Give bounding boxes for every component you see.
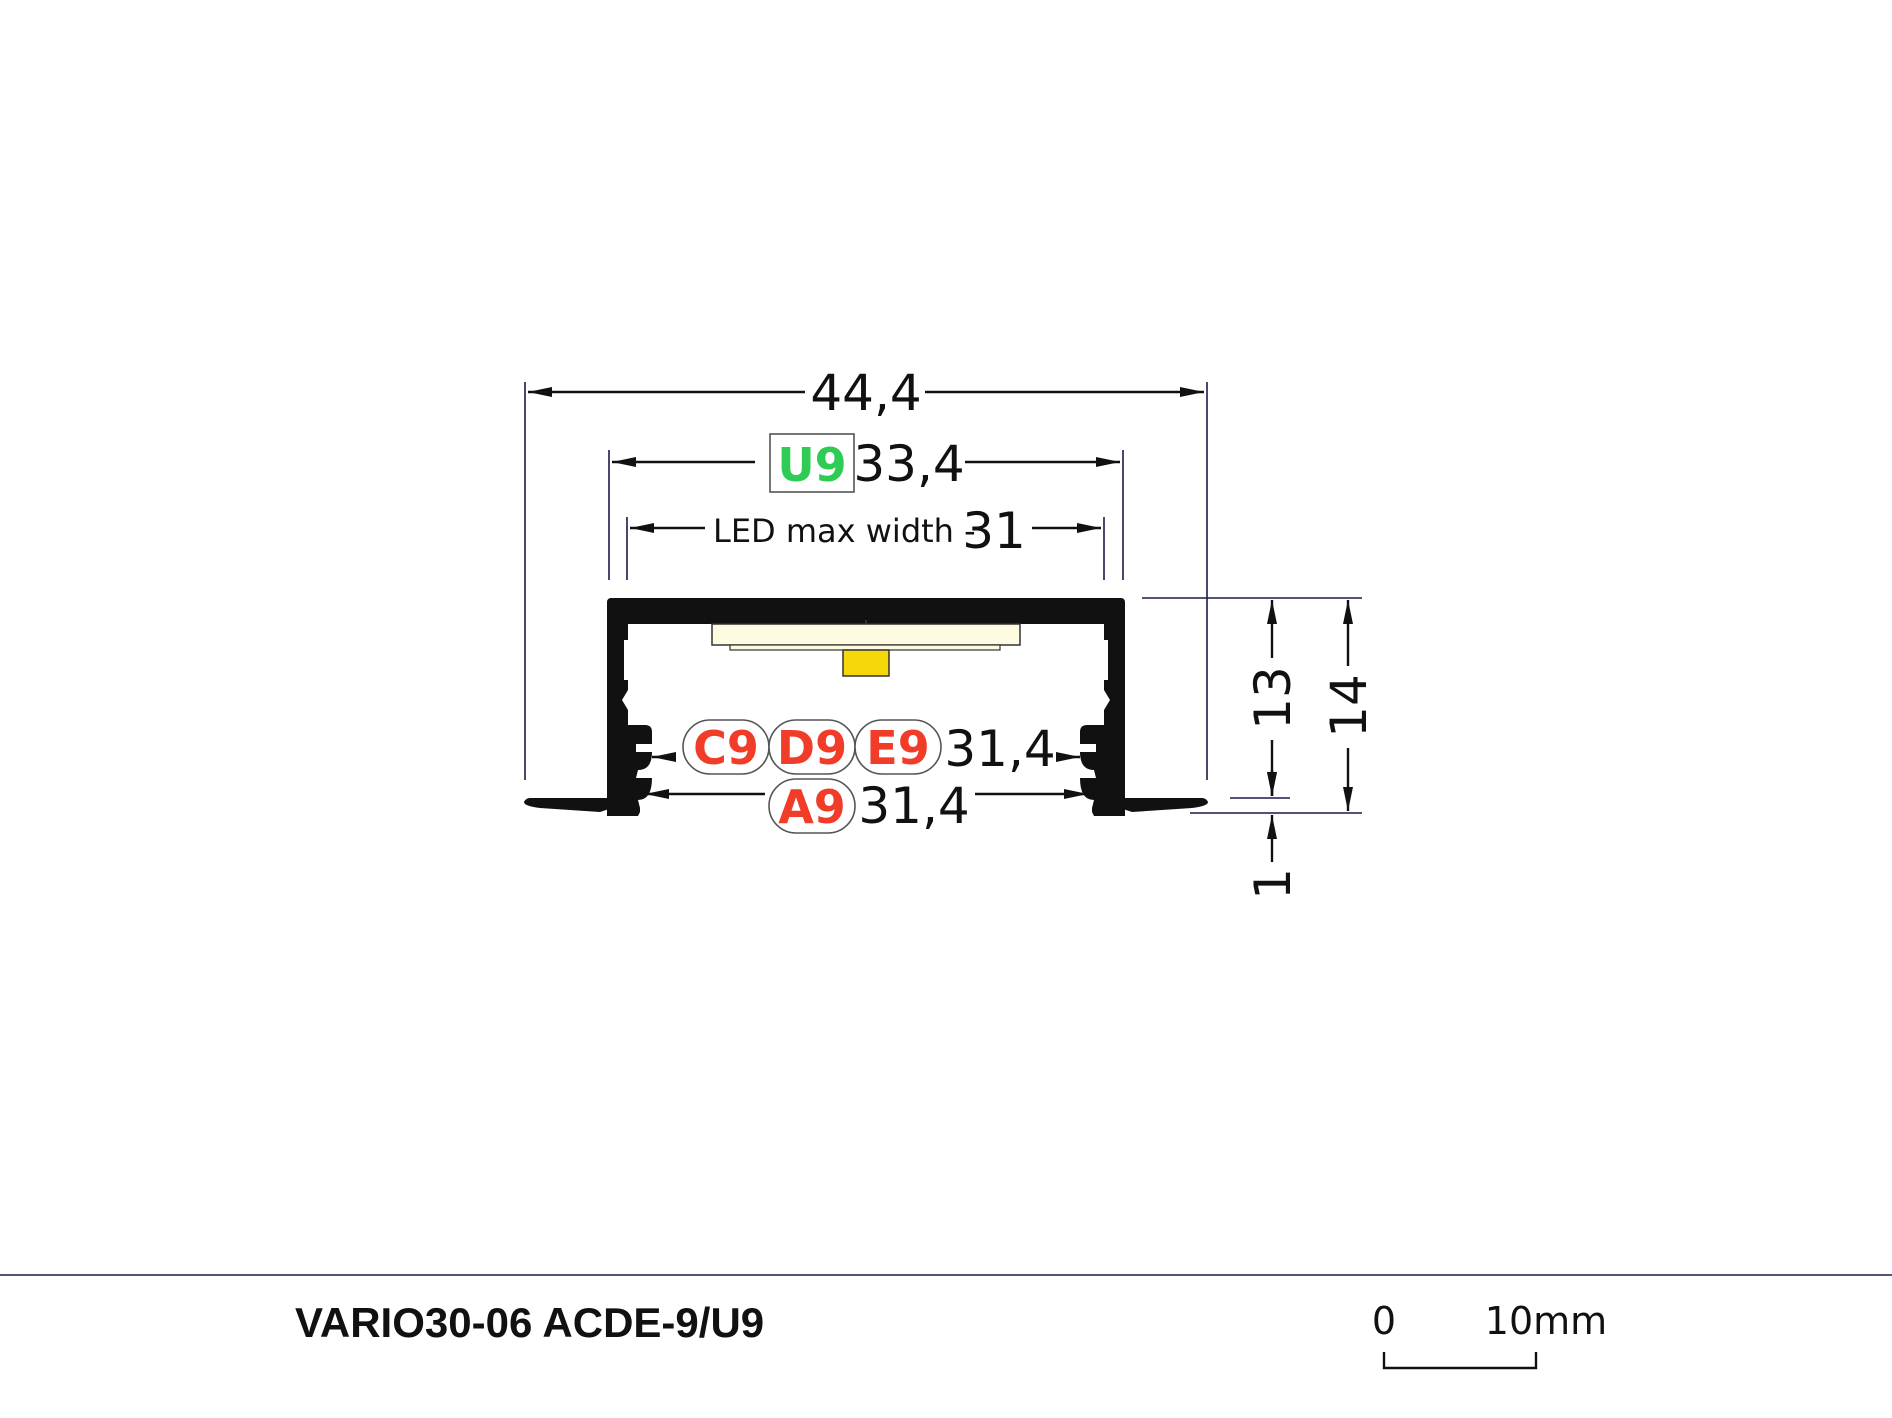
extension-lines xyxy=(524,382,1362,814)
scale-end-label: 10mm xyxy=(1485,1299,1607,1343)
dim-overall-width-label: 44,4 xyxy=(810,364,921,422)
dim-height-14: 14 xyxy=(1320,600,1378,811)
dim-u9-width-label: 33,4 xyxy=(853,435,964,493)
scale-start-label: 0 xyxy=(1372,1299,1396,1343)
aluminium-profile xyxy=(524,598,1208,816)
dim-overall-width: 44,4 xyxy=(528,364,1204,422)
profile-top-wall xyxy=(607,598,1125,624)
dim-u9-width: U9 33,4 xyxy=(612,433,1120,493)
dim-a9-width: A9 31,4 xyxy=(645,777,1088,835)
dim-height-13: 13 xyxy=(1244,600,1302,796)
dim-led-width-label: 31 xyxy=(962,502,1026,560)
dim-flange-1: 1 xyxy=(1244,770,1302,900)
dim-height-13-label: 13 xyxy=(1244,666,1302,730)
dim-a9-width-label: 31,4 xyxy=(858,777,969,835)
led-max-width-label: LED max width - xyxy=(713,512,976,550)
led-strip-board xyxy=(711,623,1021,646)
scale-bar: 0 10mm xyxy=(1372,1299,1607,1370)
dim-cde-width-label: 31,4 xyxy=(944,720,1055,778)
product-name: VARIO30-06 ACDE-9/U9 xyxy=(295,1299,764,1346)
dim-height-14-label: 14 xyxy=(1320,674,1378,738)
profile-left-wall xyxy=(607,610,652,816)
led-chip xyxy=(842,649,890,677)
dim-led-width: LED max width - 31 xyxy=(630,502,1101,560)
profile-ridges xyxy=(624,640,1108,680)
dim-flange-1-label: 1 xyxy=(1244,868,1302,900)
u9-code-box xyxy=(769,433,855,493)
led-strip xyxy=(711,620,1021,677)
profile-left-flange xyxy=(524,798,636,816)
profile-right-wall xyxy=(1080,610,1125,816)
d9-code: D9 xyxy=(777,721,847,775)
c9-code: C9 xyxy=(693,721,759,775)
profile-right-flange xyxy=(1096,798,1208,816)
u9-code: U9 xyxy=(777,438,846,492)
e9-code-pill xyxy=(854,719,942,775)
dim-cde-width: C9 D9 E9 31,4 xyxy=(652,719,1080,778)
a9-code-pill xyxy=(768,778,856,834)
e9-code: E9 xyxy=(866,721,929,775)
a9-code: A9 xyxy=(778,780,846,834)
